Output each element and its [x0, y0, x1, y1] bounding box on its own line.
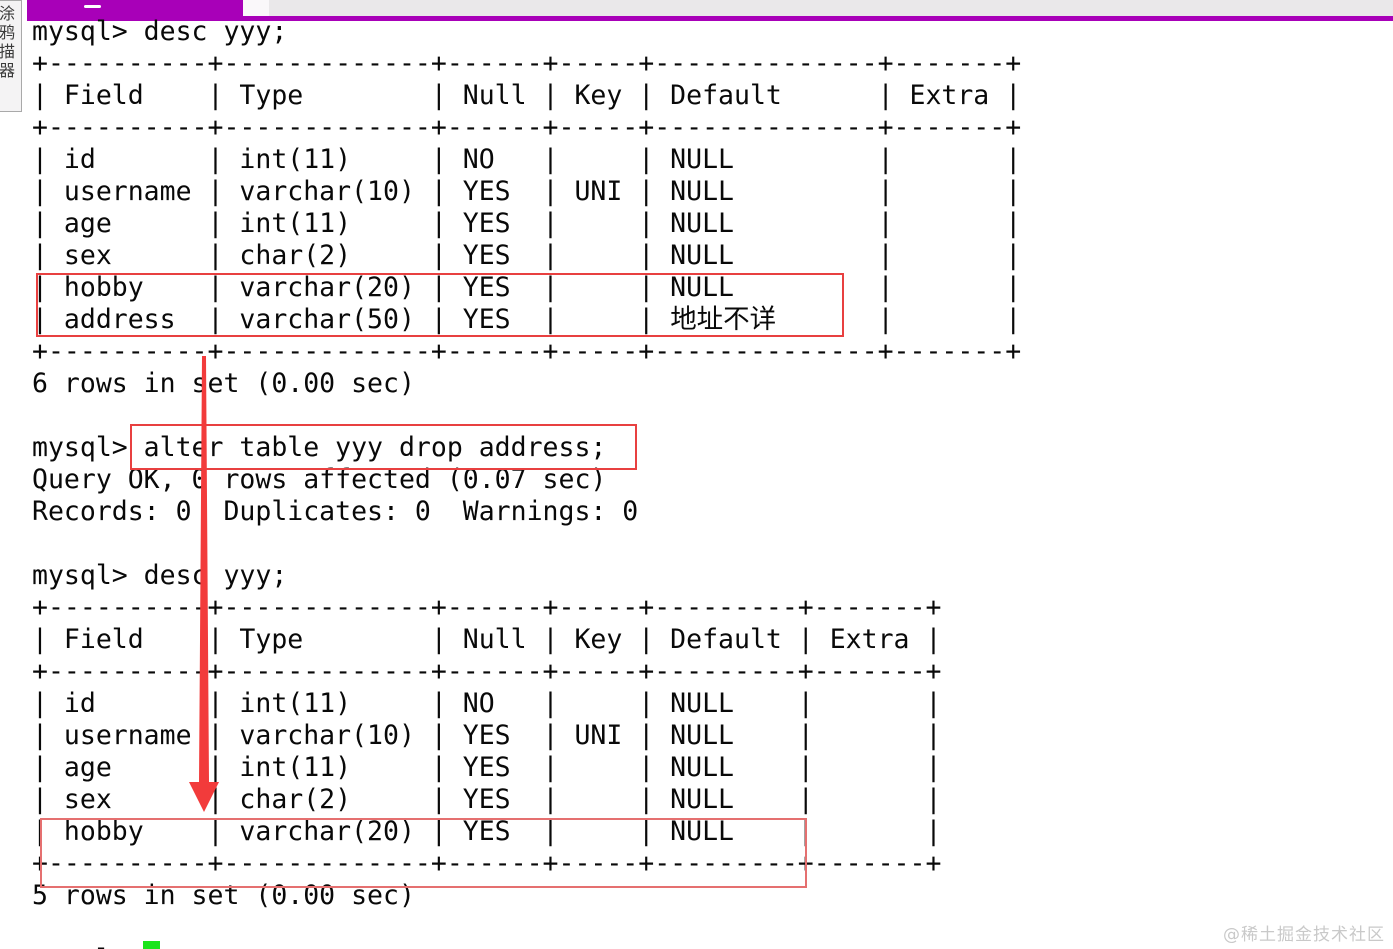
terminal-line: | sex | char(2) | YES | | NULL | | [32, 784, 942, 815]
terminal-line: | id | int(11) | NO | | NULL | | [32, 144, 1022, 175]
terminal-line: mysql> [32, 944, 1372, 949]
annotation-box-dropped-columns [36, 273, 844, 337]
terminal-line: 6 rows in set (0.00 sec) [32, 368, 415, 399]
terminal-line: mysql> desc yyy; [32, 16, 288, 47]
terminal-line: | hobby | varchar(20) | YES | | NULL | | [32, 816, 942, 847]
terminal-line: | sex | char(2) | YES | | NULL | | [32, 240, 1022, 271]
terminal-line: +----------+-------------+------+-----+-… [32, 656, 942, 687]
terminal-line [32, 528, 1372, 560]
terminal-line: | age | int(11) | YES | | NULL | | [32, 208, 1022, 239]
terminal-cursor [143, 941, 160, 949]
minimize-icon[interactable] [84, 5, 101, 8]
terminal-line: | hobby | varchar(20) | YES | | NULL | | [32, 272, 1022, 303]
terminal-line: +----------+-------------+------+-----+-… [32, 48, 1022, 79]
terminal-line: +----------+-------------+------+-----+-… [32, 336, 1022, 367]
watermark: @稀土掘金技术社区 [1223, 925, 1385, 945]
terminal-line: | Field | Type | Null | Key | Default | … [32, 624, 942, 655]
window-tab-strip [27, 0, 1393, 16]
terminal-line: | id | int(11) | NO | | NULL | | [32, 688, 942, 719]
annotation-box-alter-command [130, 424, 637, 470]
terminal-line: | age | int(11) | YES | | NULL | | [32, 752, 942, 783]
terminal-line: 5 rows in set (0.00 sec) [32, 880, 415, 911]
terminal-output[interactable]: mysql> desc yyy;+----------+------------… [32, 16, 1372, 949]
terminal-line: +----------+-------------+------+-----+-… [32, 112, 1022, 143]
terminal-line: | Field | Type | Null | Key | Default | … [32, 80, 1022, 111]
tab-ghost[interactable] [243, 0, 269, 17]
annotation-arrow-down-icon [189, 356, 219, 812]
annotation-box-hobby-row [40, 818, 807, 888]
active-tab[interactable] [27, 0, 243, 20]
accent-underline [27, 16, 1393, 21]
annotation-tool-label: 涂鸦描器 [0, 5, 15, 81]
terminal-line: | address | varchar(50) | YES | | 地址不详 |… [32, 304, 1022, 335]
terminal-line [32, 912, 1372, 944]
terminal-line: | username | varchar(10) | YES | UNI | N… [32, 176, 1022, 207]
terminal-line: +----------+-------------+------+-----+-… [32, 848, 942, 879]
terminal-line: mysql> alter table yyy drop address; [32, 432, 607, 463]
terminal-line: Records: 0 Duplicates: 0 Warnings: 0 [32, 496, 639, 527]
terminal-line: +----------+-------------+------+-----+-… [32, 592, 942, 623]
terminal-line: | username | varchar(10) | YES | UNI | N… [32, 720, 942, 751]
annotation-tool-sidebar[interactable]: 涂鸦描器 [0, 0, 22, 112]
terminal-line: mysql> desc yyy; [32, 560, 288, 591]
